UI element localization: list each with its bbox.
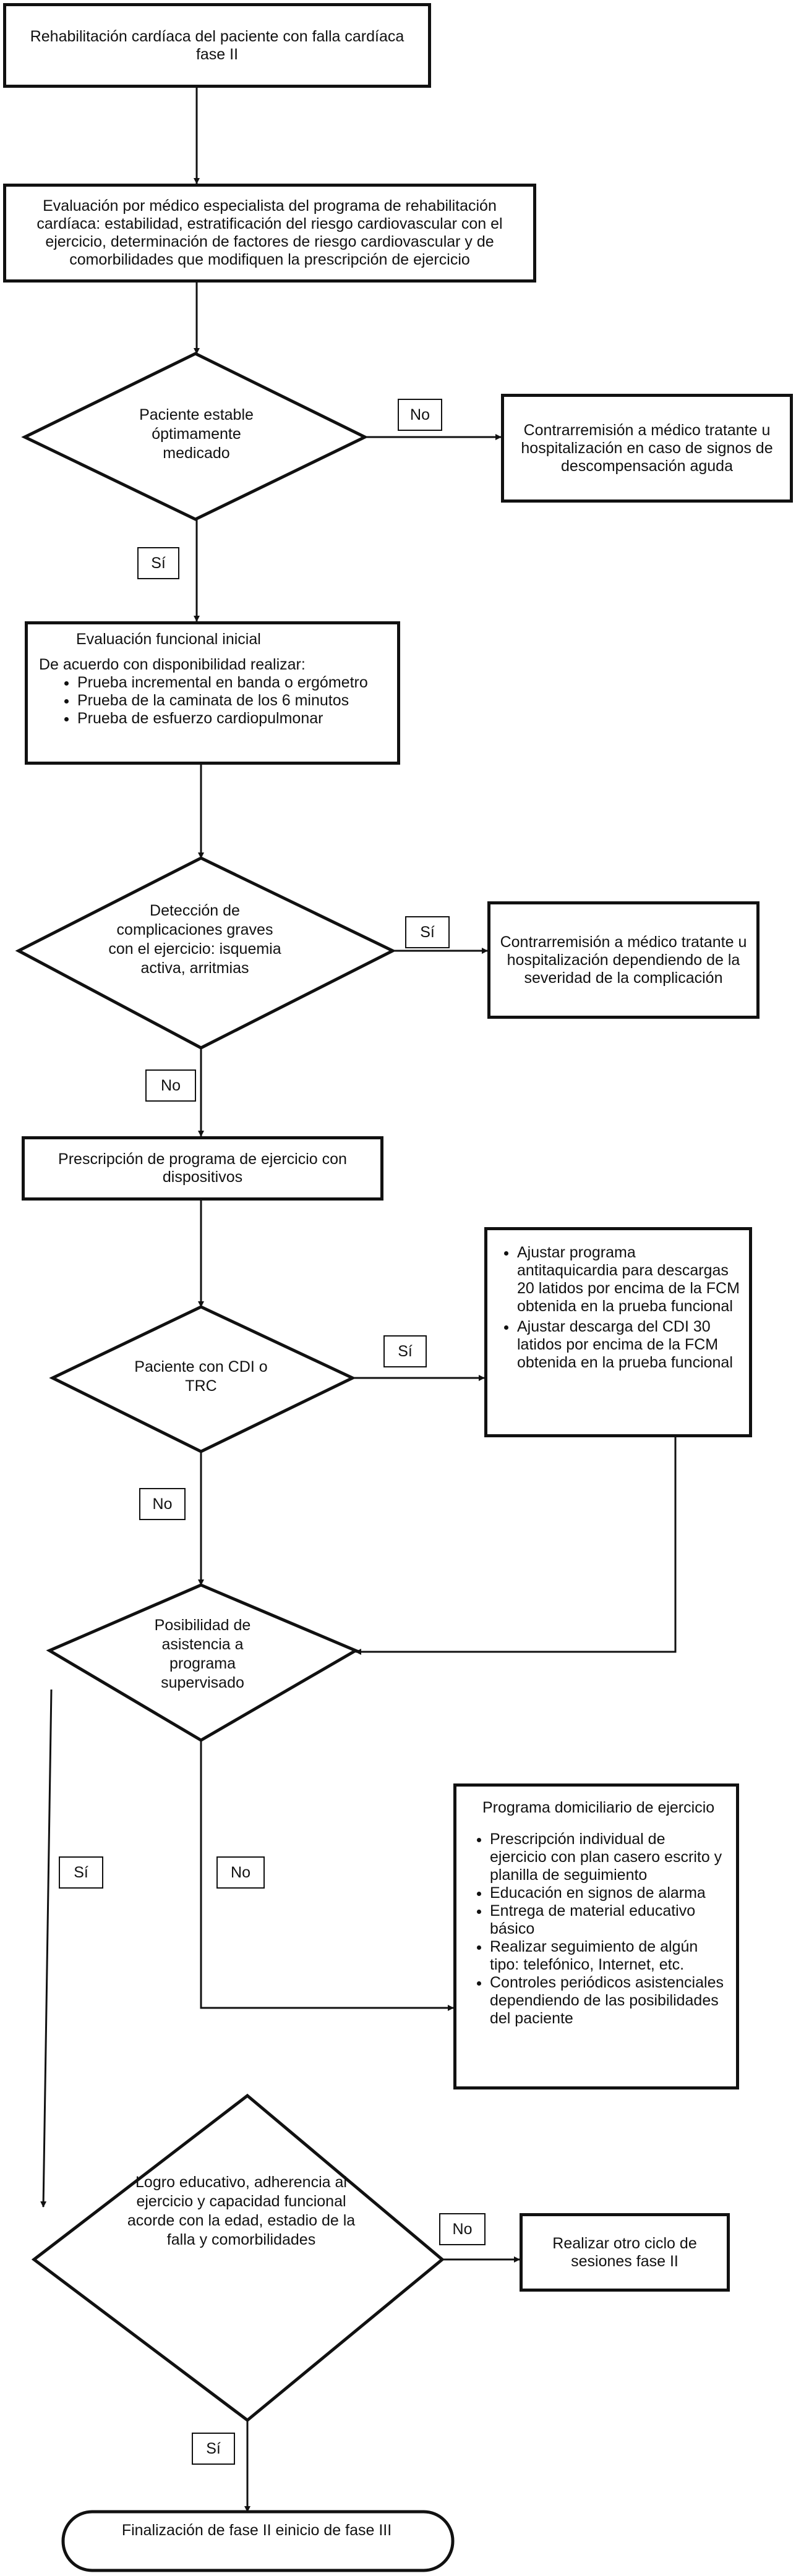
specialist-eval-text: Evaluación por médico especialista del p… [36,197,503,268]
cdi-adjust-item: Ajustar programa antitaquicardia para de… [517,1244,740,1316]
home-program-item: Entrega de material educativo básico [490,1902,726,1938]
functional-eval-item: Prueba de esfuerzo cardiopulmonar [77,710,386,728]
edge-label-stable-no: No [398,399,442,431]
edge-adjust-to-supervised [355,1437,677,1655]
home-program-item: Prescripción individual de ejercicio con… [490,1830,726,1884]
achievement-decision-diamond [31,2093,445,2423]
edge-supervised-no [200,1740,454,2011]
end-terminator-shape [61,2510,455,2572]
achievement-decision-text: Logro educativo, adherencia al ejercicio… [127,2174,356,2248]
stable-decision-diamond [21,352,369,521]
home-program-item: Realizar seguimiento de algún tipo: tele… [490,1938,726,1974]
prescription-box: Prescripción de programa de ejercicio co… [22,1136,383,1201]
specialist-eval-box: Evaluación por médico especialista del p… [3,184,536,283]
edge-label-achievement-yes: Sí [192,2433,235,2465]
edge-label-supervised-yes: Sí [59,1856,103,1889]
counter-referral-1-text: Contrarremisión a médico tratante u hosp… [521,421,773,475]
cdi-adjust-item: Ajustar descarga del CDI 30 latidos por … [517,1318,740,1372]
home-program-box: Programa domiciliario de ejercicio Presc… [453,1783,739,2089]
complications-decision-text: Detección de complicaciones graves con e… [108,902,281,977]
cdi-adjust-box: Ajustar programa antitaquicardia para de… [484,1227,752,1437]
home-program-title: Programa domiciliario de ejercicio [482,1799,715,1816]
prescription-text: Prescripción de programa de ejercicio co… [58,1150,347,1186]
edge-label-complications-yes: Sí [405,916,450,948]
edge-label-achievement-no: No [439,2213,486,2245]
edge-label-supervised-no: No [216,1856,265,1889]
functional-eval-intro: De acuerdo con disponibilidad realizar: [39,656,306,673]
functional-eval-item: Prueba de la caminata de los 6 minutos [77,692,386,710]
functional-eval-box: Evaluación funcional inicial De acuerdo … [25,621,400,765]
edge-supervised-yes [40,1689,53,2208]
cdi-adjust-list: Ajustar programa antitaquicardia para de… [492,1244,740,1372]
end-text: Finalización de fase II einicio de fase … [121,2522,392,2539]
another-cycle-text: Realizar otro ciclo de sesiones fase II [552,2234,697,2270]
edge-label-cdi-yes: Sí [383,1335,427,1367]
counter-referral-2-box: Contrarremisión a médico tratante u hosp… [487,901,760,1019]
home-program-item: Controles periódicos asistenciales depen… [490,1974,726,2028]
functional-eval-list: Prueba incremental en banda o ergómetro … [39,674,386,728]
start-box: Rehabilitación cardíaca del paciente con… [3,3,431,88]
home-program-list: Prescripción individual de ejercicio con… [465,1830,726,2028]
home-program-item: Educación en signos de alarma [490,1884,726,1902]
cdi-decision-text: Paciente con CDI o TRC [134,1358,268,1395]
supervised-decision-text: Posibilidad de asistencia a programa sup… [154,1617,251,1691]
functional-eval-item: Prueba incremental en banda o ergómetro [77,674,386,692]
stable-decision-text: Paciente estable óptimamente medicado [139,406,254,462]
functional-eval-title: Evaluación funcional inicial [76,631,261,648]
counter-referral-1-box: Contrarremisión a médico tratante u hosp… [501,394,793,503]
edge-label-stable-yes: Sí [137,547,179,579]
another-cycle-box: Realizar otro ciclo de sesiones fase II [520,2213,730,2292]
counter-referral-2-text: Contrarremisión a médico tratante u hosp… [500,933,747,987]
edge-label-complications-no: No [145,1069,196,1102]
edge-label-cdi-no: No [139,1488,186,1520]
start-text: Rehabilitación cardíaca del paciente con… [30,27,404,63]
